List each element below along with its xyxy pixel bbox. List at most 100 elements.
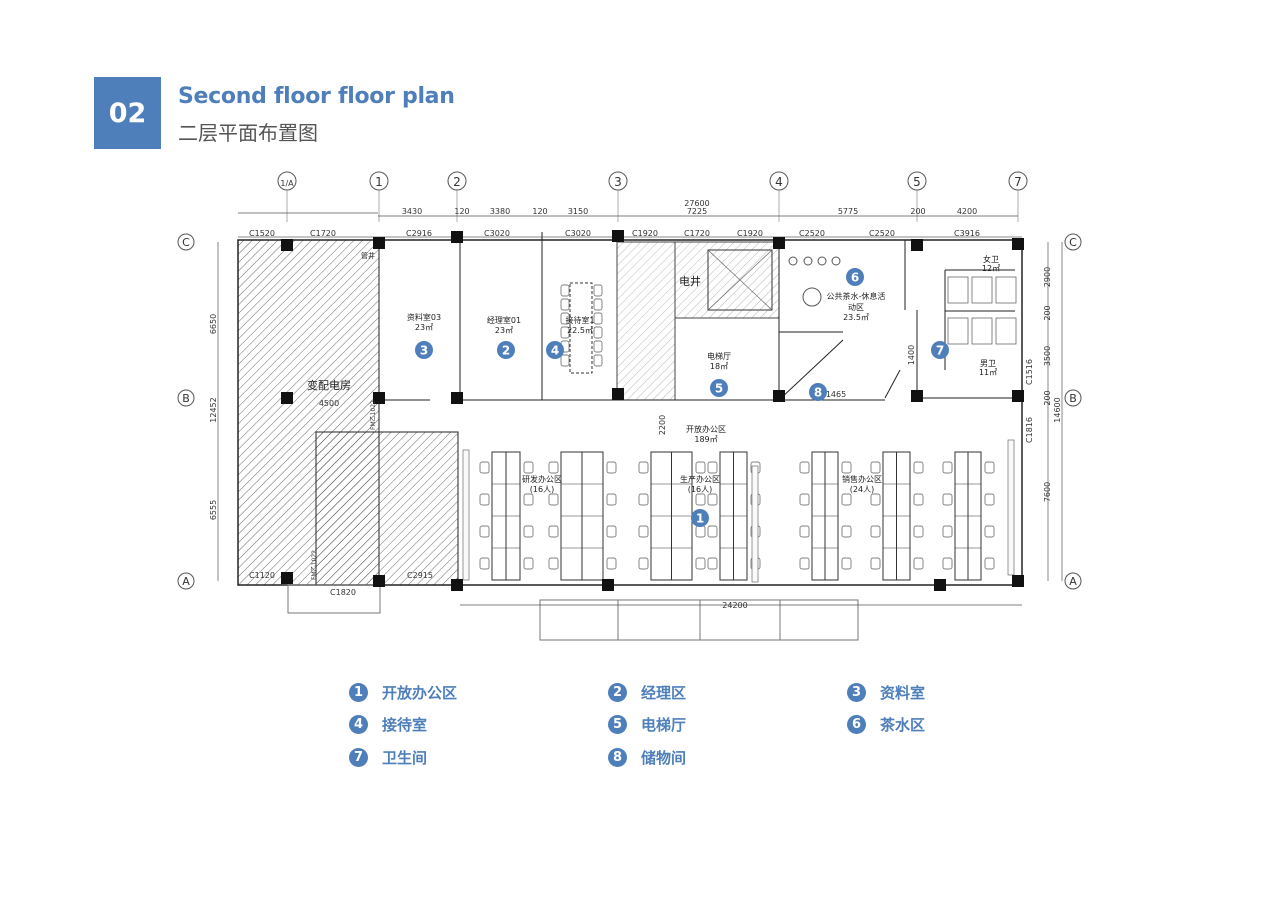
chair [593, 284, 603, 297]
chair [560, 312, 570, 325]
structural-column [373, 392, 385, 404]
chair [870, 525, 881, 538]
dim-inner: 4500 [319, 399, 339, 408]
window-label: C1920 [737, 229, 763, 238]
structural-column [934, 579, 946, 591]
structural-column [373, 575, 385, 587]
legend-badge: 2 [608, 683, 627, 702]
chair [593, 298, 603, 311]
room-reception-area: 22.5㎡ [567, 326, 593, 335]
chair [638, 525, 649, 538]
door-label: FM乙1022 [370, 400, 377, 430]
room-archive-name: 资料室03 [407, 312, 441, 322]
chair [560, 326, 570, 339]
section-number: 02 [94, 77, 161, 149]
bar-stool [817, 256, 827, 266]
structural-column [281, 239, 293, 251]
area-marker [710, 379, 728, 397]
dim-right: 200 [1043, 305, 1052, 320]
chair [695, 557, 706, 570]
dim-right: 2900 [1043, 267, 1052, 287]
dim-top: 120 [454, 207, 469, 216]
area-marker-number: 2 [502, 344, 510, 358]
grid-axis-label: A [182, 575, 190, 588]
structural-column [1012, 238, 1024, 250]
area-marker [809, 383, 827, 401]
dim-top: 3380 [490, 207, 510, 216]
elevator [707, 249, 773, 311]
window-label: C1120 [249, 571, 275, 580]
chair [799, 557, 810, 570]
dim-top: 200 [910, 207, 925, 216]
chair [548, 493, 559, 506]
chair [548, 557, 559, 570]
structural-column [911, 239, 923, 251]
dim-left: 6650 [209, 314, 218, 334]
room-female-area: 12㎡ [982, 264, 1000, 273]
structural-column [602, 579, 614, 591]
chair [479, 493, 490, 506]
chair [942, 525, 953, 538]
chair [523, 557, 534, 570]
partition [462, 449, 470, 581]
bar-stool [788, 256, 798, 266]
balcony [287, 584, 859, 641]
structural-column [451, 231, 463, 243]
area-marker [415, 341, 433, 359]
room-tea-name: 动区 [848, 302, 864, 312]
window-label: C2520 [799, 229, 825, 238]
area-marker-number: 3 [420, 344, 428, 358]
door-label: FM乙1022 [311, 550, 318, 580]
room-elevator-area: 18㎡ [710, 362, 728, 371]
chair [638, 461, 649, 474]
chair [560, 354, 570, 367]
grid-axis-label: 3 [614, 175, 622, 189]
dim-right: 3500 [1043, 346, 1052, 366]
dim-left: 12452 [209, 397, 218, 422]
chair [799, 525, 810, 538]
structural-column [451, 392, 463, 404]
page-title-cn: 二层平面布置图 [178, 121, 318, 145]
chair [593, 340, 603, 353]
dim-top: 7225 [687, 207, 707, 216]
room-manager-name: 经理室01 [487, 315, 521, 325]
zone-sales-count: (24人) [850, 485, 874, 494]
room-archive-area: 23㎡ [415, 323, 433, 332]
window-label: C3020 [565, 229, 591, 238]
chair [841, 461, 852, 474]
toilet-stall [995, 317, 1017, 345]
chair [942, 461, 953, 474]
partition [1007, 439, 1015, 576]
window-label: C1516 [1025, 359, 1034, 385]
grid-axis-label: 4 [775, 175, 783, 189]
area-marker-number: 4 [551, 344, 559, 358]
chair [606, 461, 617, 474]
page-title-en: Second floor floor plan [178, 84, 455, 109]
window-label: C2915 [407, 571, 433, 580]
chair [913, 557, 924, 570]
toilet-stall [971, 317, 993, 345]
chair [942, 557, 953, 570]
dim-right: 7600 [1043, 482, 1052, 502]
area-marker-number: 5 [715, 382, 723, 396]
chair [913, 461, 924, 474]
legend-label: 资料室 [880, 684, 926, 702]
legend-badge: 5 [608, 715, 627, 734]
grid-axis-label: B [1069, 392, 1077, 405]
chair [606, 557, 617, 570]
legend-label: 经理区 [641, 684, 687, 702]
window-label: C1820 [330, 588, 356, 597]
dim-right-total: 14600 [1053, 397, 1062, 422]
toilet-stall [995, 276, 1017, 304]
chair [548, 461, 559, 474]
grid-axis-bubble [1064, 389, 1082, 407]
window-label: C1720 [310, 229, 336, 238]
grid-axis-label: C [182, 236, 190, 249]
grid-axis-label: 1 [375, 175, 383, 189]
area-marker-number: 6 [851, 271, 859, 285]
dim-top: 120 [532, 207, 547, 216]
dim-top: 5775 [838, 207, 858, 216]
chair [560, 284, 570, 297]
